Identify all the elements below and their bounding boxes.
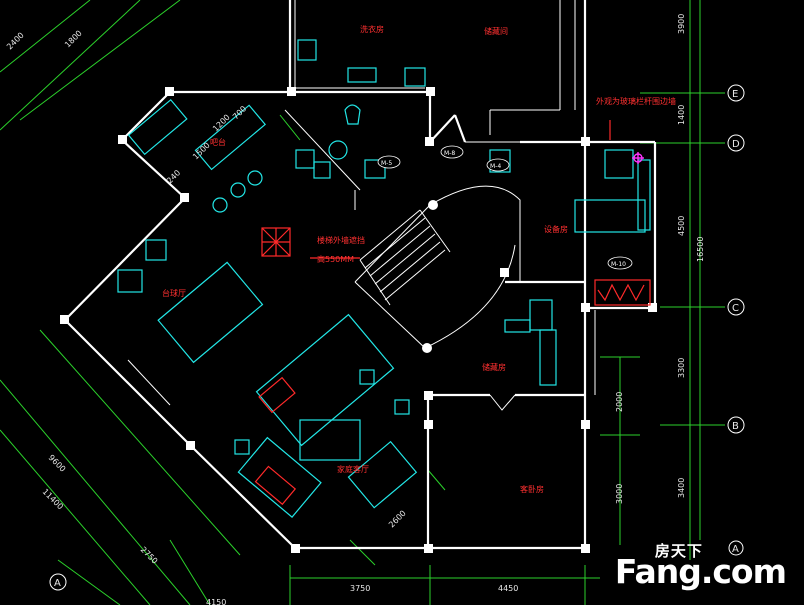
axis-label-c: C — [732, 303, 739, 314]
axis-label-b: B — [732, 421, 739, 432]
room-utility: 储藏房 — [482, 362, 506, 372]
red-details — [254, 120, 651, 506]
dim-right-top: 3900 — [677, 14, 686, 34]
dim-right-f: 3000 — [615, 484, 624, 504]
staircase — [359, 209, 451, 306]
dim-top-left-a: 2400 — [5, 31, 26, 52]
dim-right-d: 3300 — [677, 358, 686, 378]
dim-bottom-c: 4150 — [206, 598, 226, 605]
axis-markers: E D C B A A — [49, 84, 745, 591]
room-billiard: 台球厅 — [162, 288, 186, 298]
dim-bottom-a: 3750 — [350, 584, 370, 593]
door-tags: M-5 M-8 M-4 M-10 — [377, 145, 633, 270]
walls — [64, 0, 657, 550]
room-guest: 客卧房 — [520, 484, 544, 494]
dim-right-e: 2000 — [615, 392, 624, 412]
room-storage-top: 储藏间 — [484, 26, 508, 36]
dim-sofa: 2600 — [387, 509, 408, 530]
fang-watermark: 房天下 Fang.com — [614, 542, 787, 591]
dim-bar-a: 700 — [231, 104, 248, 121]
room-family-lounge: 家庭客厅 — [337, 464, 369, 474]
dim-left-low: 11400 — [41, 487, 65, 511]
axis-label-a-right: A — [732, 544, 739, 555]
stair-note-2: 高550MM — [317, 254, 354, 264]
dim-top-left-b: 1800 — [63, 29, 84, 50]
dim-bottom-b: 4450 — [498, 584, 518, 593]
dim-right-g: 3400 — [677, 478, 686, 498]
axis-label-e: E — [732, 89, 738, 100]
corner-note: 外观为玻璃栏杆围边墙 — [596, 96, 676, 106]
axis-label-d: D — [732, 139, 740, 150]
door-tag-m5: M-5 — [381, 160, 392, 167]
watermark-cn: 房天下 — [654, 542, 703, 560]
furniture — [117, 39, 651, 518]
door-tag-m8: M-8 — [444, 150, 455, 157]
dim-right-b: 1400 — [677, 105, 686, 125]
room-bar: 吧台 — [210, 137, 226, 147]
door-tag-m10: M-10 — [611, 261, 626, 268]
dim-bar-d: 240 — [165, 168, 182, 185]
dimension-lines — [0, 0, 725, 605]
door-tag-m4: M-4 — [490, 163, 501, 170]
watermark-en: Fang.com — [614, 552, 787, 591]
dim-right-total: 16500 — [696, 237, 705, 262]
room-equipment: 设备房 — [544, 224, 568, 234]
room-labels: 洗衣房 储藏间 吧台 楼梯外墙遮挡 高550MM 外观为玻璃栏杆围边墙 设备房 … — [162, 24, 676, 494]
magenta-marker — [632, 152, 644, 164]
dim-bottom-left: 2750 — [139, 545, 160, 566]
axis-label-a-left: A — [54, 578, 61, 589]
wall-nodes — [60, 87, 657, 553]
stair-note-1: 楼梯外墙遮挡 — [317, 235, 365, 245]
dim-right-c: 4500 — [677, 216, 686, 236]
room-laundry: 洗衣房 — [360, 24, 384, 34]
